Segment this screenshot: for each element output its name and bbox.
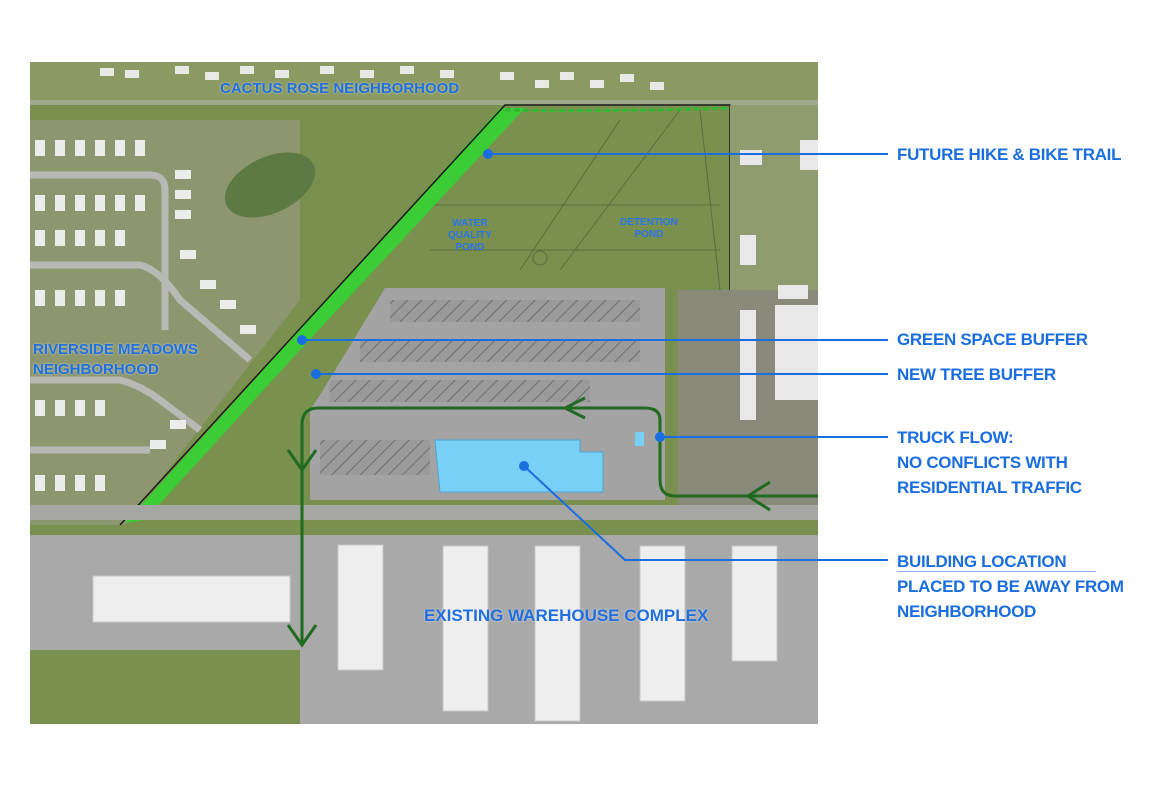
green-space-buffer — [125, 108, 525, 523]
callout-text: NO CONFLICTS WITH — [897, 453, 1068, 472]
detention-pond-label: DETENTION POND — [620, 217, 678, 241]
north-neighborhood-area — [30, 62, 818, 102]
existing-pond — [224, 152, 316, 218]
north-houses — [100, 66, 664, 90]
callout-truck-flow: TRUCK FLOW: NO CONFLICTS WITH RESIDENTIA… — [897, 425, 1082, 500]
cactus-rose-label: CACTUS ROSE NEIGHBORHOOD — [220, 80, 460, 97]
riverside-line-2: NEIGHBORHOOD — [33, 361, 159, 378]
guard-house — [635, 432, 644, 446]
pond-outlines — [430, 109, 721, 291]
west-houses — [35, 140, 256, 491]
south-road — [30, 505, 818, 520]
warehouse-complex-label: EXISTING WAREHOUSE COMPLEX — [424, 606, 709, 625]
callout-new-tree-buffer: NEW TREE BUFFER — [897, 362, 1056, 387]
pond-line: DETENTION — [620, 217, 678, 228]
callout-text: TRUCK FLOW: — [897, 428, 1014, 447]
callout-leaders — [297, 149, 888, 561]
pond-line: WATER — [452, 218, 488, 229]
pond-line: POND — [634, 229, 664, 240]
hike-bike-trail — [504, 106, 731, 113]
riverside-meadows-label: RIVERSIDE MEADOWS NEIGHBORHOOD — [33, 340, 198, 380]
callout-text: NEIGHBORHOOD — [897, 602, 1037, 621]
truck-flow-path — [286, 396, 818, 648]
callout-text: PLACED TO BE AWAY FROM — [897, 577, 1124, 596]
pond-line: QUALITY — [448, 230, 492, 241]
water-quality-pond-label: WATER QUALITY POND — [448, 218, 492, 254]
west-streets — [30, 171, 253, 454]
warehouse-buildings — [92, 544, 778, 722]
callout-text: RESIDENTIAL TRAFFIC — [897, 478, 1082, 497]
callout-green-space-buffer: GREEN SPACE BUFFER — [897, 327, 1088, 352]
callout-building-location: BUILDING LOCATION PLACED TO BE AWAY FROM… — [897, 549, 1124, 624]
callout-text: GREEN SPACE BUFFER — [897, 330, 1088, 349]
east-buildings — [740, 140, 818, 420]
callout-hike-bike-trail: FUTURE HIKE & BIKE TRAIL — [897, 142, 1121, 167]
callout-text: FUTURE HIKE & BIKE TRAIL — [897, 145, 1122, 164]
callout-text: BUILDING LOCATION — [897, 552, 1097, 572]
riverside-line-1: RIVERSIDE MEADOWS — [33, 341, 199, 358]
callout-text: NEW TREE BUFFER — [897, 365, 1056, 384]
pond-line: POND — [455, 242, 485, 253]
